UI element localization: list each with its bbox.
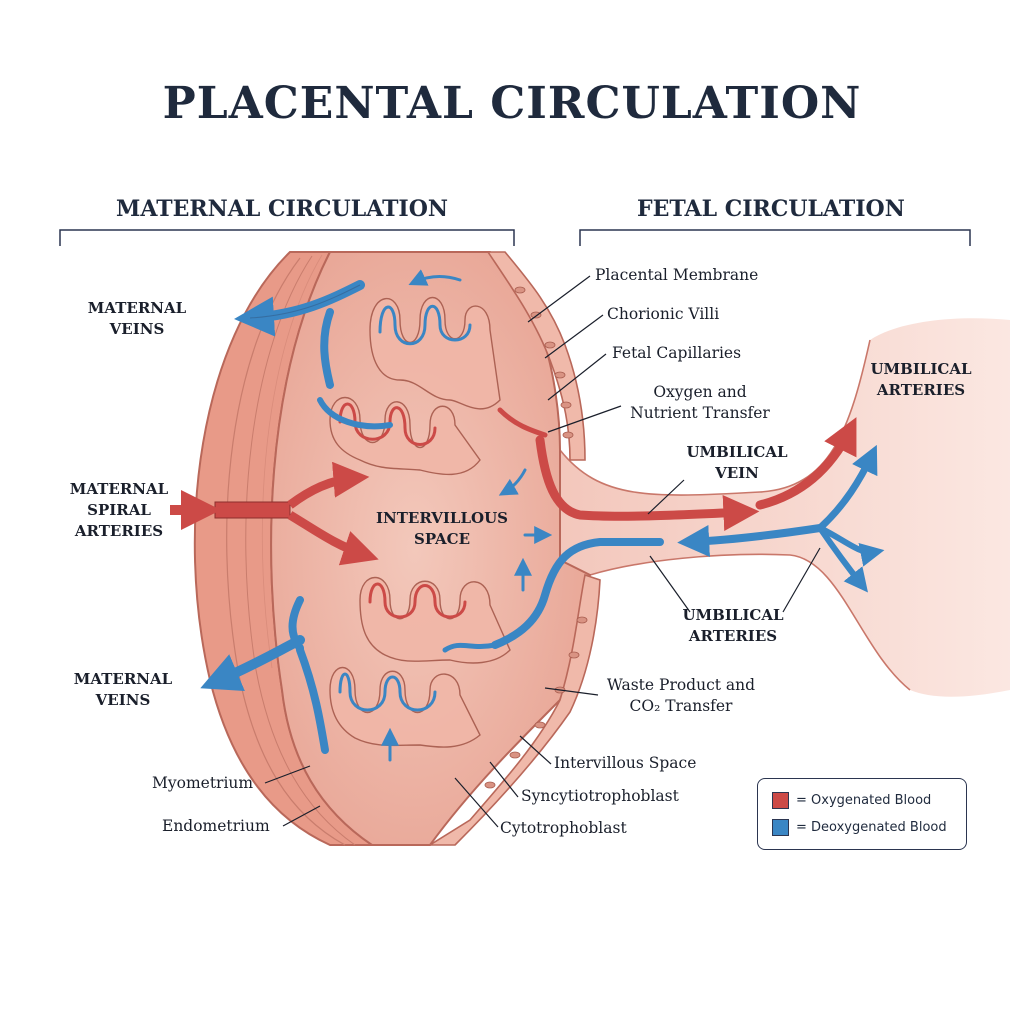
label-intervillous-space-center: INTERVILLOUS SPACE <box>376 509 508 548</box>
umbilical-arteries <box>442 444 885 653</box>
legend-oxygenated: = Oxygenated Blood <box>772 792 931 809</box>
maternal-spiral-artery <box>170 461 379 566</box>
label-endometrium: Endometrium <box>162 817 270 835</box>
page-title: PLACENTAL CIRCULATION <box>162 78 862 129</box>
label-waste-co2-transfer: Waste Product and CO₂ Transfer <box>606 676 756 715</box>
legend-deoxygenated: = Deoxygenated Blood <box>772 819 947 836</box>
label-umbilical-arteries-bottom: UMBILICAL ARTERIES <box>682 606 784 645</box>
maternal-bracket <box>59 229 515 246</box>
label-intervillous-space: Intervillous Space <box>554 754 697 772</box>
label-umbilical-arteries-top: UMBILICAL ARTERIES <box>870 360 972 399</box>
leader-lines <box>264 275 821 828</box>
label-maternal-veins-bottom: MATERNAL VEINS <box>73 670 173 709</box>
legend: = Oxygenated Blood = Deoxygenated Blood <box>757 778 967 850</box>
maternal-circulation-heading: MATERNAL CIRCULATION <box>116 196 448 222</box>
deoxygenated-swatch <box>772 819 789 836</box>
maternal-veins-bottom <box>200 596 329 754</box>
umbilical-cord <box>560 318 1010 697</box>
label-chorionic-villi: Chorionic Villi <box>607 305 720 323</box>
oxygenated-swatch <box>772 792 789 809</box>
fetal-circulation-heading: FETAL CIRCULATION <box>637 196 905 222</box>
label-syncytiotrophoblast: Syncytiotrophoblast <box>521 787 679 805</box>
label-umbilical-vein: UMBILICAL VEIN <box>686 443 788 482</box>
label-oxygen-nutrient-transfer: Oxygen and Nutrient Transfer <box>630 383 770 422</box>
label-cytotrophoblast: Cytotrophoblast <box>500 819 627 837</box>
label-maternal-spiral-arteries: MATERNAL SPIRAL ARTERIES <box>69 480 169 540</box>
label-myometrium: Myometrium <box>152 774 254 792</box>
umbilical-vein <box>497 407 857 531</box>
label-fetal-capillaries: Fetal Capillaries <box>612 344 742 362</box>
syncytiotrophoblast-cells <box>484 286 588 789</box>
fetal-bracket <box>579 229 971 246</box>
maternal-veins-top <box>234 280 393 430</box>
label-placental-membrane: Placental Membrane <box>595 266 759 284</box>
label-maternal-veins-top: MATERNAL VEINS <box>87 299 187 338</box>
